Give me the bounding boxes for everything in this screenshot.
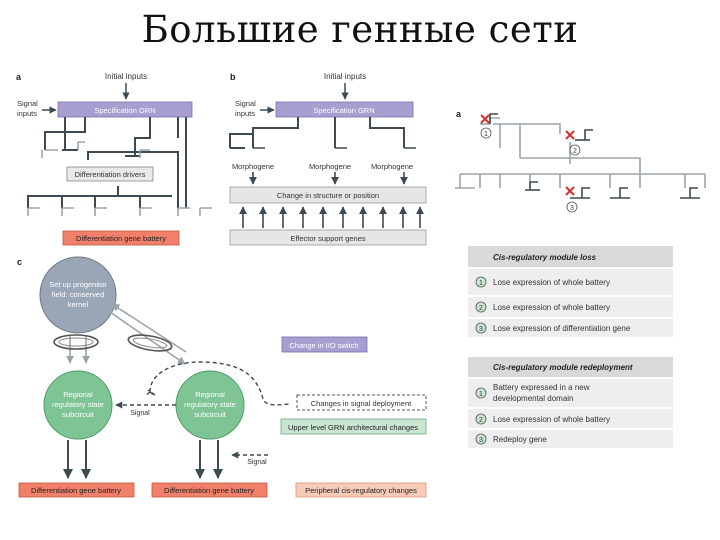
table-row — [468, 319, 673, 337]
signal-label-2: Signal — [247, 459, 267, 466]
panel-a-signal-line2: inputs — [17, 109, 37, 118]
panel-b-effector-label: Effector support genes — [290, 234, 366, 243]
red-x-marks — [480, 114, 575, 196]
table-row — [468, 430, 673, 448]
circled-number-2: 2 — [569, 144, 581, 156]
regional-1-line2: regulatory state — [52, 400, 104, 409]
io-switch-ellipse — [53, 334, 99, 350]
panel-b-morphogene-2: Morphogene — [309, 162, 351, 171]
table-loss-header-bg — [468, 246, 673, 267]
changes-signal-box — [296, 394, 427, 411]
panel-a-initial-inputs: Initial inputs — [105, 72, 147, 81]
panel-c-diff-battery-box-2 — [151, 482, 268, 498]
slide-title: Большие генные сети — [141, 8, 579, 51]
panel-b-spec-grn-label: Specification GRN — [313, 106, 374, 115]
table-loss-row-1: 1 Lose expression of whole battery — [475, 276, 610, 288]
circled-number-1: 1 — [480, 127, 492, 139]
panel-a-diff-battery-label: Differentiation gene battery — [76, 234, 166, 243]
svg-text:2: 2 — [479, 305, 483, 312]
circled-number-3: 3 — [566, 201, 578, 213]
panel-b-signal-line2: inputs — [235, 109, 255, 118]
panel-c: c Set up progenitor field: conserved ker… — [17, 256, 427, 498]
progenitor-line1: Set up progenitor — [49, 280, 107, 289]
table-redeploy-row-2: 2 Lose expression of whole battery — [475, 413, 610, 425]
table-crm-redeploy: Cis-regulatory module redeployment 1 Bat… — [468, 357, 673, 448]
changes-signal-label: Changes in signal deployment — [311, 399, 412, 408]
table-loss-row-2: 2 Lose expression of whole battery — [475, 301, 610, 313]
svg-text:2: 2 — [479, 417, 483, 424]
table-crm-loss: Cis-regulatory module loss 1 Lose expres… — [468, 246, 673, 337]
regional-1-line1: Regional — [63, 390, 93, 399]
panel-a-diff-drivers-label: Differentiation drivers — [75, 170, 146, 179]
panel-b-spec-grn-box — [275, 101, 414, 118]
svg-text:1: 1 — [479, 391, 483, 398]
progenitor-line2: field: conserved — [52, 290, 105, 299]
svg-text:1: 1 — [484, 131, 488, 138]
panel-b-morphogene-3: Morphogene — [371, 162, 413, 171]
svg-text:1: 1 — [479, 280, 483, 287]
panel-c-diff-battery-label-1: Differentiation gene battery — [31, 486, 121, 495]
peripheral-box — [295, 482, 427, 498]
progenitor-kernel-circle — [39, 256, 117, 334]
svg-text:2: 2 — [573, 148, 577, 155]
regional-subcircuit-circle-1 — [43, 370, 113, 440]
panel-a-diff-battery-box — [62, 230, 180, 246]
panel-a-spec-grn-label: Specification GRN — [94, 106, 155, 115]
panel-b-morphogene-1: Morphogene — [232, 162, 274, 171]
panel-a-diff-drivers-box — [66, 166, 154, 182]
svg-text:3: 3 — [479, 326, 483, 333]
svg-text:3: 3 — [479, 437, 483, 444]
svg-text:Lose expression of whole batte: Lose expression of whole battery — [493, 415, 610, 424]
svg-text:Lose expression of differentia: Lose expression of differentiation gene — [493, 324, 631, 333]
table-redeploy-row-3: 3 Redeploy gene — [475, 433, 547, 445]
panel-b-change-structure-label: Change in structure or position — [277, 191, 379, 200]
panel-a-spec-grn-box — [57, 101, 193, 118]
panel-c-diff-battery-box-1 — [18, 482, 135, 498]
table-row — [468, 379, 673, 407]
panel-a-signal-line1: Signal — [17, 99, 38, 108]
panel-b-signal-line1: Signal — [235, 99, 256, 108]
regional-2-line1: Regional — [195, 390, 225, 399]
panel-c-diff-battery-label-2: Differentiation gene battery — [164, 486, 254, 495]
table-redeploy-header-bg — [468, 357, 673, 377]
panel-a: a Initial inputs Signal inputs Specifica… — [16, 72, 212, 246]
panel-b-letter: b — [230, 72, 236, 82]
regional-1-line3: subcircuit — [62, 410, 95, 419]
regional-2-line3: subcircuit — [194, 410, 227, 419]
panel-a-letter: a — [16, 72, 22, 82]
svg-text:3: 3 — [570, 205, 574, 212]
peripheral-label: Peripheral cis-regulatory changes — [305, 486, 417, 495]
io-switch-ellipse — [127, 334, 173, 352]
svg-text:Battery expressed in a new: Battery expressed in a new — [493, 383, 590, 392]
panel-b: b Initial inputs Signal inputs Specifica… — [229, 72, 427, 246]
upper-level-label: Upper level GRN architectural changes — [288, 423, 418, 432]
table-loss-header: Cis-regulatory module loss — [493, 253, 597, 262]
svg-text:Lose expression of whole batte: Lose expression of whole battery — [493, 278, 610, 287]
regional-2-line2: regulatory state — [184, 400, 236, 409]
panel-c-letter: c — [17, 257, 22, 267]
svg-text:developmental domain: developmental domain — [493, 394, 574, 403]
table-loss-row-3: 3 Lose expression of differentiation gen… — [475, 322, 631, 334]
upper-level-box — [280, 418, 427, 435]
svg-text:Redeploy gene: Redeploy gene — [493, 435, 547, 444]
panel-b-effector-box — [229, 229, 427, 246]
table-redeploy-row-1: 1 Battery expressed in a new development… — [475, 383, 590, 403]
panel-right-letter: a — [456, 109, 462, 119]
panel-right-network: a — [455, 109, 706, 213]
progenitor-line3: kernel — [68, 300, 89, 309]
table-row — [468, 297, 673, 317]
change-io-switch-label: Change in I/O switch — [289, 341, 358, 350]
panel-b-initial-inputs: Initial inputs — [324, 72, 366, 81]
table-redeploy-header: Cis-regulatory module redeployment — [493, 363, 633, 372]
change-io-switch-box — [281, 336, 368, 353]
table-row — [468, 269, 673, 295]
panel-b-change-structure-box — [229, 186, 427, 204]
table-row — [468, 409, 673, 428]
signal-label-1: Signal — [130, 410, 150, 417]
svg-text:Lose expression of whole batte: Lose expression of whole battery — [493, 303, 610, 312]
